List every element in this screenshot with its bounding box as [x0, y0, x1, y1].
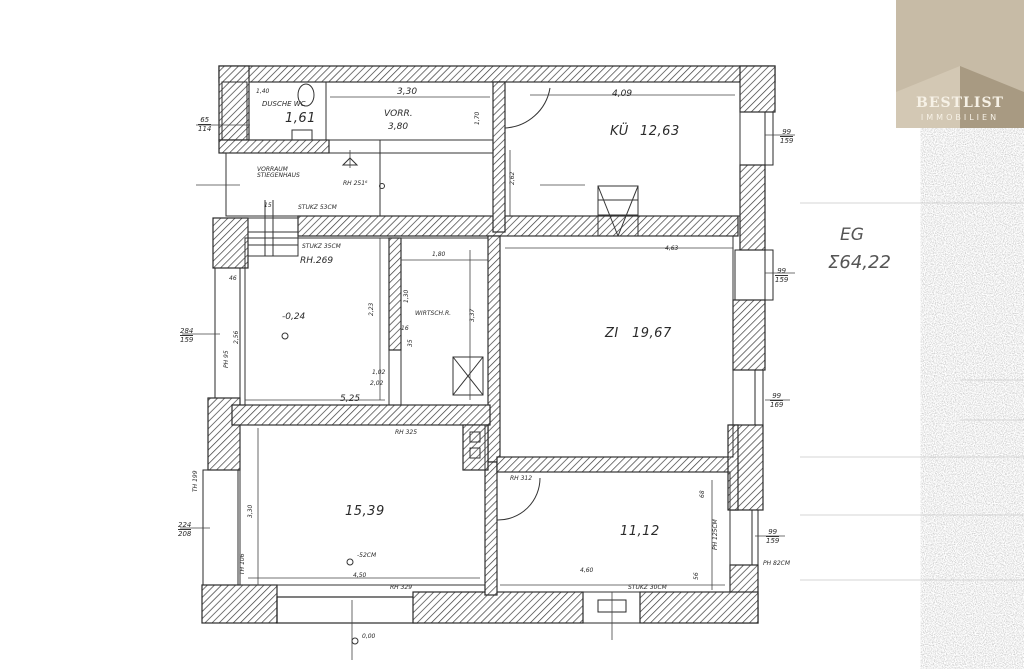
- note-level-000: 0,00: [362, 633, 376, 640]
- dim-left-room-223: 2,23: [368, 302, 375, 316]
- note-rh-329: RH 329: [390, 584, 413, 591]
- room-area-kueche: 12,63: [640, 124, 680, 139]
- window-sill-height: 99: [780, 128, 794, 137]
- dim-bottom-left-depth: 3,30: [247, 504, 254, 518]
- dim-kueche-depth: 2,62: [509, 171, 516, 185]
- window-sill-height: 99: [775, 267, 789, 276]
- total-area: Σ64,22: [828, 252, 891, 273]
- window-height: 159: [766, 537, 780, 545]
- dim-vorraum-width: 3,30: [397, 87, 418, 97]
- room-area-dusche-wc: 1,61: [285, 111, 316, 126]
- room-level-left: -0,24: [282, 312, 306, 322]
- window-sill-height: 65: [198, 116, 212, 125]
- room-name-dusche-wc: DUSCHE WC: [262, 100, 306, 108]
- room-name-wirtschaftsraum: WIRTSCH.R.: [415, 310, 452, 317]
- note-stair-15: 15: [264, 202, 272, 209]
- note-th-199: TH 199: [192, 470, 199, 492]
- note-rh-312: RH 312: [510, 475, 533, 482]
- window-sill-height: 284: [180, 327, 194, 336]
- window-sill-height: 99: [766, 528, 780, 537]
- dim-wirtsch-width: 1,80: [432, 251, 446, 258]
- window-sill-height: 99: [770, 392, 784, 401]
- dim-46: 46: [229, 275, 237, 282]
- window-height: 159: [780, 137, 794, 145]
- dim-35: 35: [407, 339, 414, 347]
- brand-logo: BESTLIST IMMOBILIEN: [896, 0, 1024, 128]
- walls: [201, 65, 776, 624]
- note-rh-251: RH 251⁶: [343, 180, 368, 187]
- room-area-vorraum: 3,80: [388, 122, 409, 132]
- note-rh-269: RH.269: [300, 256, 334, 266]
- dim-wc-width: 1,40: [256, 88, 270, 95]
- window-height: 159: [775, 276, 789, 284]
- note-ph-125: PH 125CM: [712, 519, 719, 550]
- window-height: 114: [198, 125, 212, 133]
- dim-left-room-width: 5,25: [340, 394, 361, 404]
- dim-68: 68: [699, 490, 706, 498]
- faint-lines: [800, 202, 1024, 581]
- dim-16: 16: [401, 325, 409, 332]
- window-sill-height: 224: [178, 521, 192, 530]
- dim-vorraum-depth: 1,70: [474, 111, 481, 125]
- note-th-106: TH 106: [239, 553, 246, 575]
- dim-202: 2,02: [370, 380, 384, 387]
- window-height: 159: [180, 336, 194, 344]
- dim-102: 1,02: [372, 369, 386, 376]
- note-level-52: -52CM: [357, 552, 377, 559]
- house-roof-icon: [896, 66, 1024, 128]
- room-name-vorraum: VORR.: [384, 109, 413, 119]
- floor-label: EG: [840, 225, 864, 245]
- dim-bottom-left-width: 4,50: [353, 572, 367, 579]
- room-area-bottom-right: 11,12: [620, 524, 660, 539]
- window-height: 169: [770, 401, 784, 409]
- scan-noise: [930, 130, 1024, 669]
- note-ph-82: PH 82CM: [763, 560, 791, 567]
- dim-wirtsch-depth: 3,37: [469, 308, 476, 322]
- room-name-kueche: KÜ: [610, 124, 629, 139]
- window-height: 208: [178, 530, 192, 538]
- logo-brand: BESTLIST: [916, 95, 1004, 111]
- dim-left-room-256: 2,56: [233, 330, 240, 344]
- room-area-bottom-left: 15,39: [345, 504, 385, 519]
- logo-subtitle: IMMOBILIEN: [920, 113, 1000, 122]
- note-stukz-30: STUKZ 30CM: [628, 584, 667, 591]
- room-area-zimmer: 19,67: [632, 326, 672, 341]
- dim-bottom-right-width: 4,60: [580, 567, 594, 574]
- dimension-lines: [180, 94, 795, 660]
- note-rh-325: RH 325: [395, 429, 418, 436]
- dim-wirtsch-130: 1,30: [403, 289, 410, 303]
- room-name-zimmer: ZI: [605, 326, 619, 341]
- dim-zimmer-width: 4,63: [665, 245, 679, 252]
- note-stukz-53: STUKZ 53CM: [298, 204, 337, 211]
- dim-56: 56: [693, 572, 700, 580]
- room-outlines: [225, 81, 741, 593]
- note-stukz-35: STUKZ 35CM: [302, 243, 341, 250]
- room-name-vorraum-stiegenhaus: VORRAUM STIEGENHAUS: [257, 166, 300, 179]
- dim-kueche-width: 4,09: [612, 89, 633, 99]
- level-markers: [281, 157, 385, 645]
- note-ph-95: PH 95: [223, 350, 230, 368]
